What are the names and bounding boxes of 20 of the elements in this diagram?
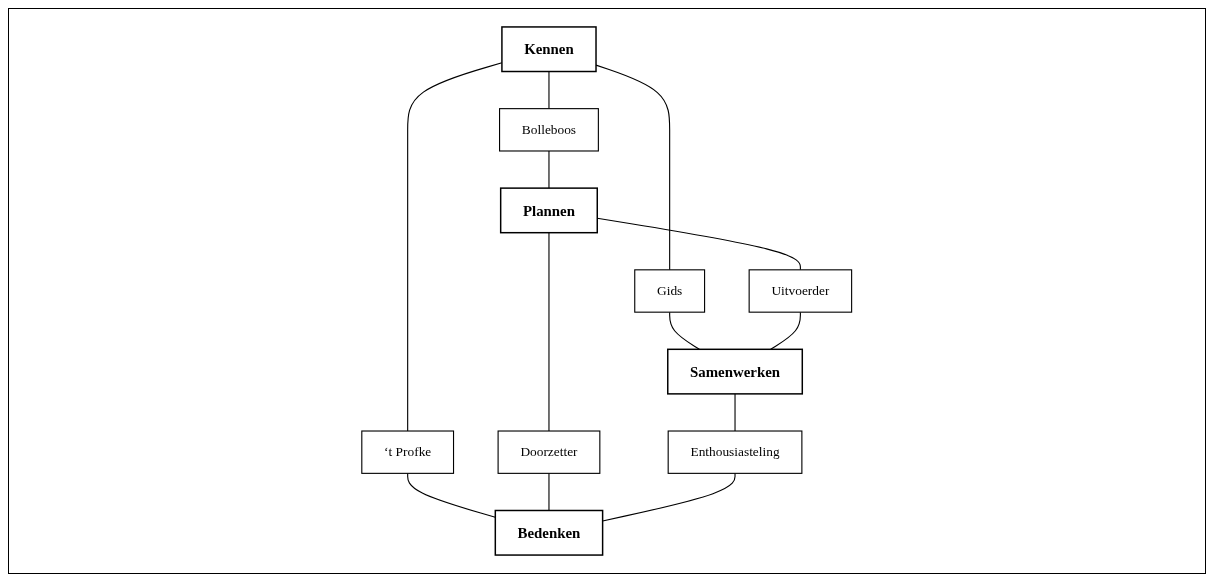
connector — [407, 62, 503, 432]
connector — [548, 472, 550, 512]
connector — [734, 393, 736, 432]
connector — [669, 311, 701, 350]
node-box: Doorzetter — [497, 430, 601, 474]
connector — [548, 232, 550, 432]
node-box: Gids — [634, 269, 706, 313]
connector — [548, 150, 550, 189]
node-box: ‘t Profke — [361, 430, 455, 474]
node-box: Samenwerken — [667, 348, 804, 395]
connector — [602, 472, 736, 522]
node-box: Bedenken — [494, 509, 604, 556]
node-box: Uitvoerder — [748, 269, 853, 313]
node-box: Bolleboos — [499, 108, 600, 152]
node-box: Kennen — [501, 26, 598, 73]
node-box: Enthousiasteling — [667, 430, 803, 474]
connector — [770, 311, 802, 350]
connector — [548, 70, 550, 110]
node-box: Plannen — [500, 187, 599, 234]
connector — [597, 217, 802, 271]
